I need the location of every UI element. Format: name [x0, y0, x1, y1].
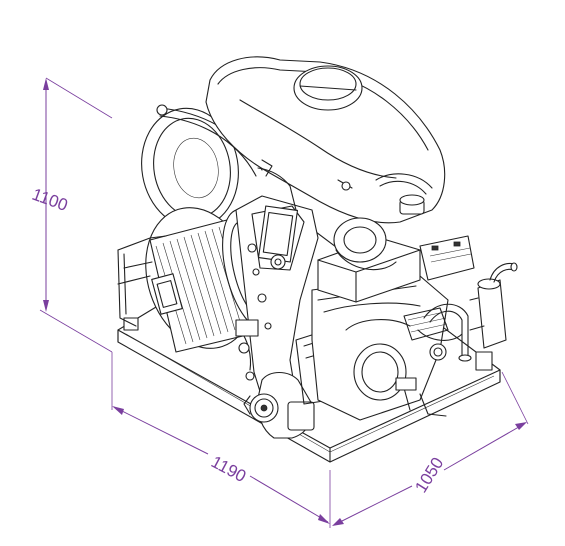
height-dimension: 1100 — [29, 77, 113, 353]
battery-box — [317, 217, 475, 303]
rear-hose-reel — [141, 104, 263, 229]
fuel-tank-cowl — [205, 56, 446, 224]
pump-unit-line-drawing — [117, 56, 518, 463]
exhaust-muffler — [469, 262, 518, 349]
depth-label: 1050 — [411, 454, 447, 496]
control-frame — [235, 159, 319, 425]
right-piping — [395, 303, 472, 411]
pump-housing — [243, 325, 351, 439]
length-label: 1190 — [208, 452, 249, 486]
front-hose-reel — [117, 207, 282, 353]
height-label: 1100 — [29, 185, 70, 215]
